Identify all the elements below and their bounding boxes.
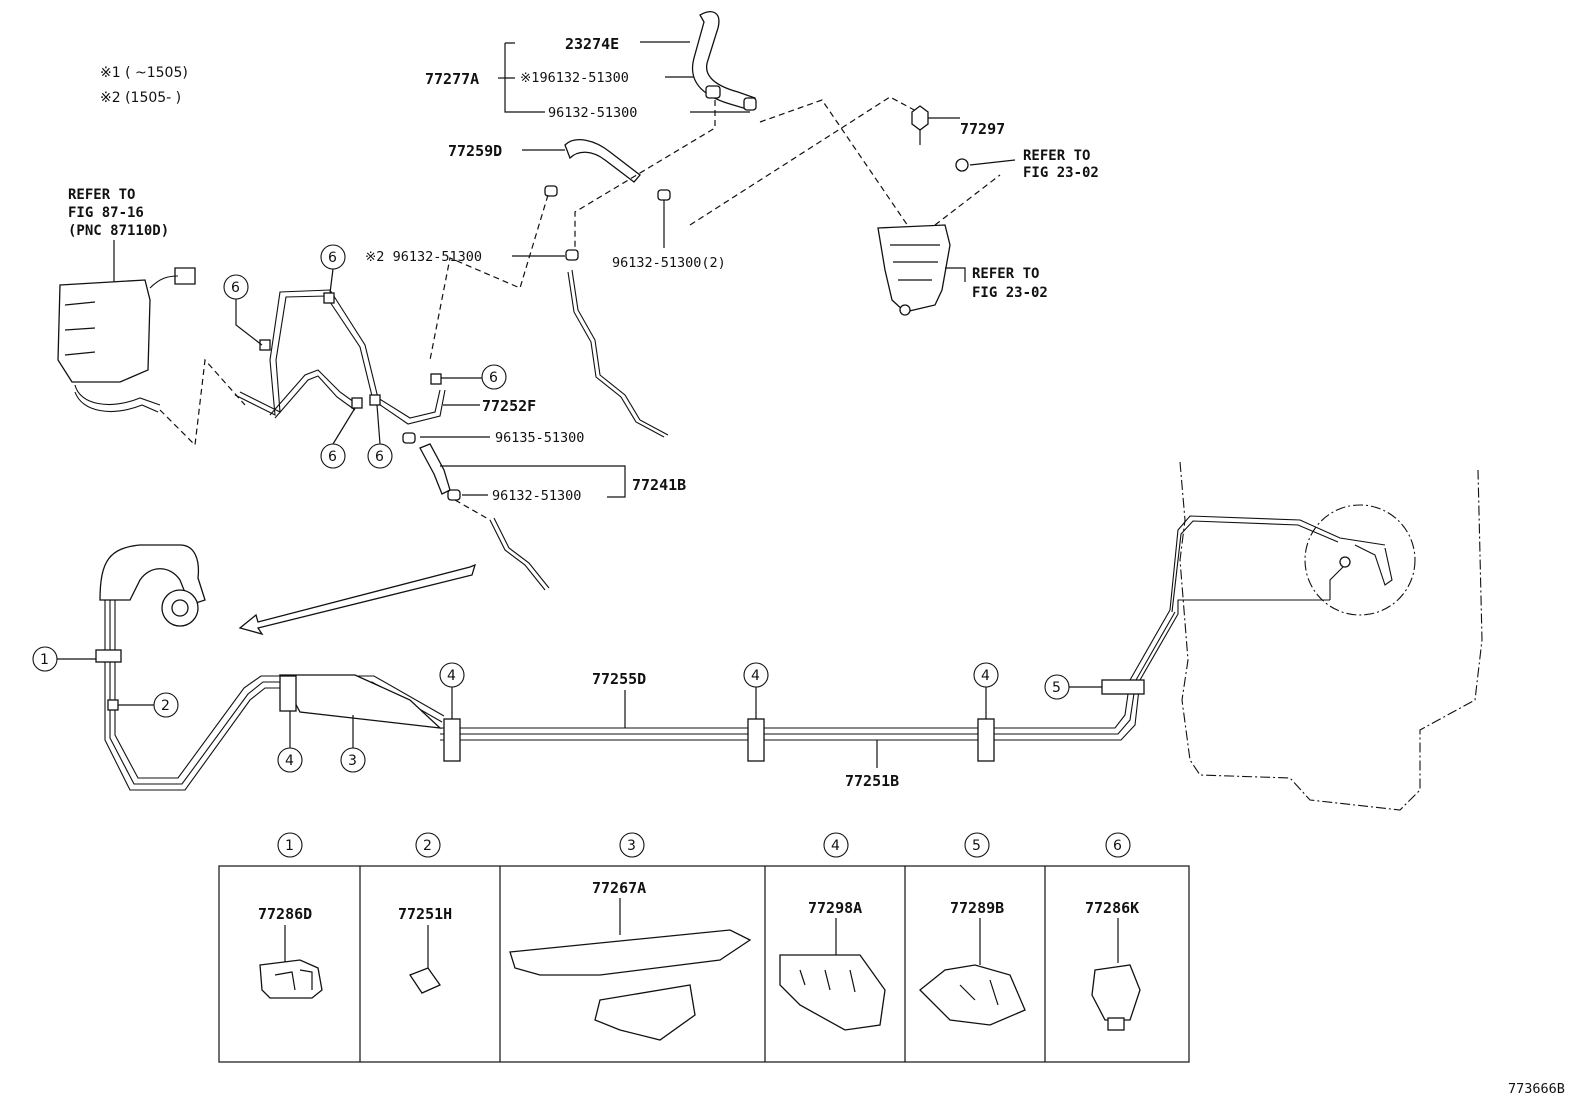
clamp-77289B-icon — [919, 964, 1026, 1026]
callout-3: 3 — [348, 753, 357, 769]
bolt-icon — [955, 158, 969, 172]
label-c1-96132: ※196132-51300 — [520, 70, 629, 86]
table-cell-4: 77298A — [808, 899, 862, 917]
clamp-icon — [657, 189, 671, 201]
hose-23274E — [692, 11, 756, 111]
clamp-icon — [743, 97, 757, 111]
label-96132-2: 96132-51300(2) — [612, 255, 726, 271]
callout-4-a: 4 — [285, 753, 294, 769]
table-header-5: 5 — [972, 838, 981, 854]
tube-77251H-icon — [409, 967, 441, 994]
refer-87-16-line2: FIG 87-16 — [68, 205, 144, 221]
refer-23-02-b-line1: REFER TO — [972, 266, 1039, 282]
hose-77259D — [564, 139, 641, 183]
label-77277A: 77277A — [425, 70, 479, 88]
protector-77267A-lower-icon — [594, 984, 696, 1041]
clamp-4-a — [279, 675, 297, 712]
table-header-3: 3 — [627, 838, 636, 854]
clip-77286K-icon — [1091, 964, 1141, 1021]
label-77255D: 77255D — [592, 670, 646, 688]
callout-6-c: 6 — [489, 370, 498, 386]
label-96132-b: 96132-51300 — [492, 488, 581, 504]
clamp-icon — [402, 432, 416, 444]
fuel-pump-hose — [99, 544, 206, 606]
callout-6-b: 6 — [328, 250, 337, 266]
callout-5: 5 — [1052, 680, 1061, 696]
callout-1: 1 — [40, 652, 49, 668]
note-1: ※1 ( ~1505) — [100, 65, 188, 81]
table-header-1: 1 — [285, 838, 294, 854]
refer-87-16-line1: REFER TO — [68, 187, 135, 203]
label-96135: 96135-51300 — [495, 430, 584, 446]
label-77252F: 77252F — [482, 397, 536, 415]
clamp-4-c — [747, 718, 765, 762]
table-cell-1: 77286D — [258, 905, 312, 923]
clamp-icon — [565, 249, 579, 261]
clamp-2 — [107, 699, 119, 711]
table-header-4: 4 — [831, 838, 840, 854]
table-header-2: 2 — [423, 838, 432, 854]
clamp-icon — [705, 85, 721, 99]
clamp-icon — [544, 185, 558, 197]
callout-6-a: 6 — [231, 280, 240, 296]
clamp-4-b — [443, 718, 461, 762]
label-96132-a: 96132-51300 — [548, 105, 637, 121]
label-c2-96132: ※2 96132-51300 — [365, 249, 482, 265]
table-cell-6: 77286K — [1085, 899, 1139, 917]
label-77241B: 77241B — [632, 476, 686, 494]
label-77259D: 77259D — [448, 142, 502, 160]
table-cell-3: 77267A — [592, 879, 646, 897]
canister-fig-87-16 — [57, 279, 151, 383]
callout-6-e: 6 — [375, 449, 384, 465]
refer-87-16-line3: (PNC 87110D) — [68, 223, 169, 239]
table-cell-5: 77289B — [950, 899, 1004, 917]
clip-77286D-icon — [259, 959, 323, 999]
callout-6-d: 6 — [328, 449, 337, 465]
callout-4-b: 4 — [447, 668, 456, 684]
clamp-5 — [1101, 679, 1145, 695]
label-23274E: 23274E — [565, 35, 619, 53]
parts-table: 1 2 3 4 5 6 77286D 77251H 77267A 77298A … — [218, 832, 1190, 1063]
protector-77267A-icon — [509, 929, 752, 976]
refer-23-02-b-line2: FIG 23-02 — [972, 285, 1048, 301]
table-header-6: 6 — [1113, 838, 1122, 854]
callout-2: 2 — [161, 698, 170, 714]
callout-4-d: 4 — [981, 668, 990, 684]
figure-id: 773666B — [1508, 1081, 1565, 1097]
refer-23-02-a-line1: REFER TO — [1023, 148, 1090, 164]
canister-fig-23-02 — [877, 224, 951, 313]
clamp-1 — [95, 649, 122, 663]
label-77297: 77297 — [960, 120, 1005, 138]
clamp-4-d — [977, 718, 995, 762]
note-2: ※2 (1505- ) — [100, 90, 181, 106]
direction-arrow — [238, 563, 477, 636]
label-77251B: 77251B — [845, 772, 899, 790]
valve-77297 — [911, 105, 929, 131]
callout-4-c: 4 — [751, 668, 760, 684]
table-cell-2: 77251H — [398, 905, 452, 923]
refer-23-02-a-line2: FIG 23-02 — [1023, 165, 1099, 181]
clamp-icon — [447, 489, 461, 501]
hose-77241B — [419, 443, 451, 495]
clamp-77298A-icon — [779, 954, 886, 1031]
